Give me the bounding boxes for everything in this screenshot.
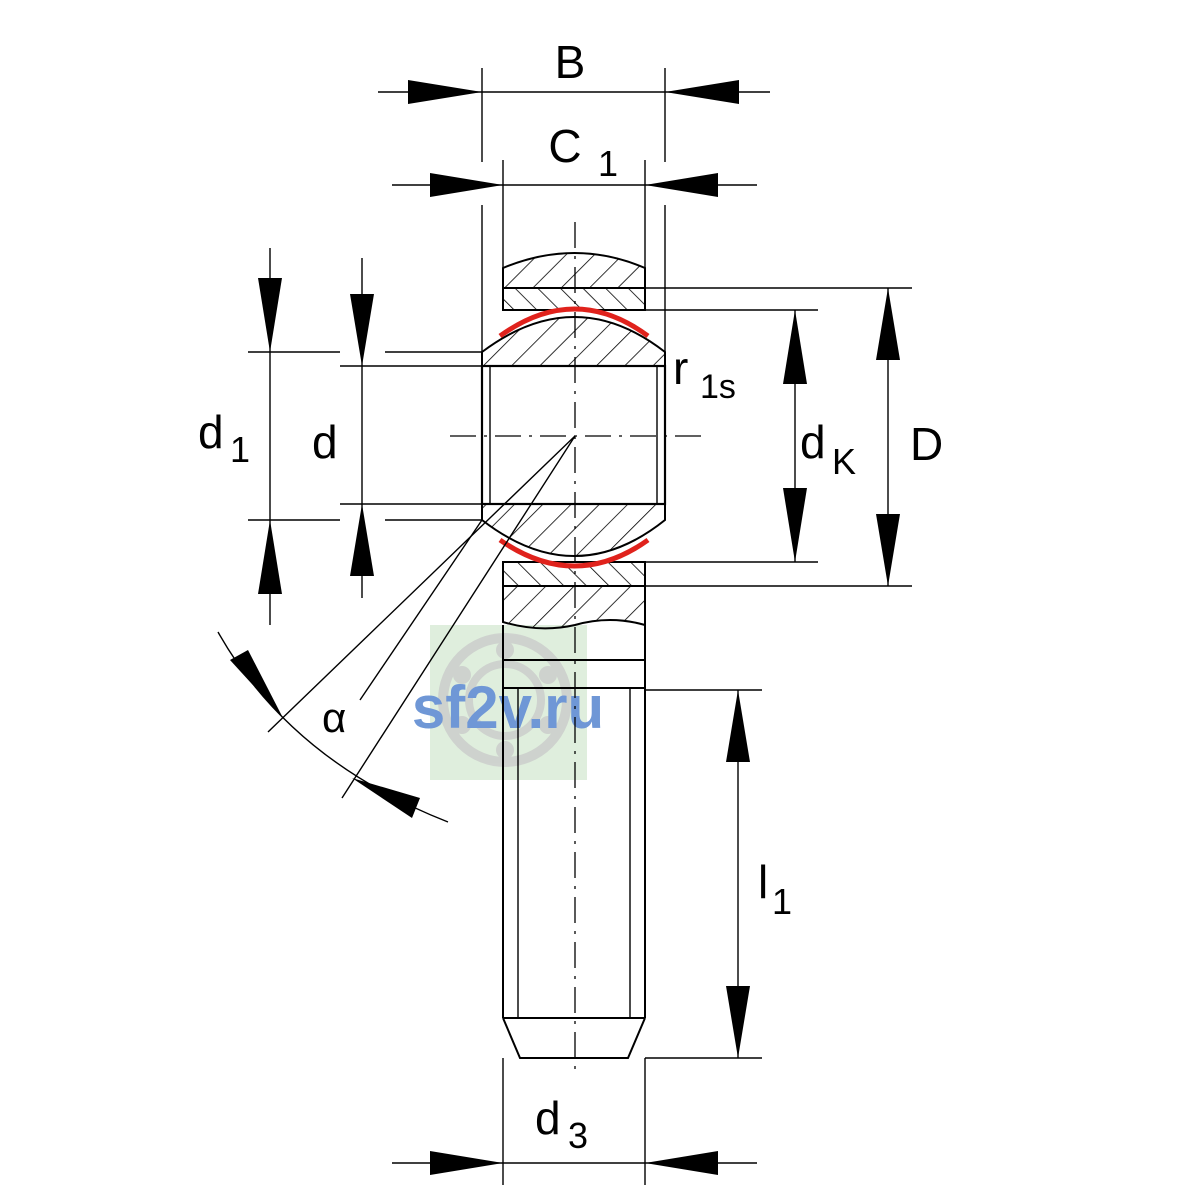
label-d3-sub: 3: [568, 1115, 588, 1156]
label-c: C: [548, 120, 581, 172]
label-d3: d: [535, 1092, 561, 1144]
dimension-alpha: α: [217, 435, 576, 823]
label-r: r: [673, 342, 688, 394]
seal-liner: [498, 306, 650, 569]
label-r-sub: 1s: [700, 368, 736, 406]
watermark-text: sf2v.ru: [412, 674, 604, 741]
watermark: sf2v.ru: [412, 625, 604, 780]
dimension-D: D: [645, 287, 943, 587]
bearing-icon: [438, 633, 572, 767]
dimension-l1: l 1: [645, 689, 792, 1059]
shank: [502, 625, 646, 1059]
label-l1-sub: 1: [772, 881, 792, 922]
housing-eye: [502, 252, 646, 630]
label-l1: l: [758, 856, 768, 908]
dimension-d3: d 3: [392, 1058, 757, 1185]
label-d1: d: [198, 406, 224, 458]
dimension-c1: C 1: [392, 120, 757, 352]
inner-ring: [480, 316, 667, 557]
dimension-dk: d K: [645, 309, 856, 563]
dimension-d: d: [312, 258, 482, 598]
label-d: d: [312, 416, 338, 468]
dimension-b: B: [378, 36, 770, 162]
center-lines: [450, 222, 708, 1075]
label-c-sub: 1: [598, 143, 618, 184]
label-alpha: α: [322, 694, 346, 741]
label-d1-sub: 1: [230, 429, 250, 470]
label-dk-sub: K: [832, 441, 856, 482]
label-D: D: [910, 418, 943, 470]
dimension-d1: d 1: [198, 248, 340, 625]
label-dk: d: [800, 416, 826, 468]
label-b: B: [555, 36, 586, 88]
